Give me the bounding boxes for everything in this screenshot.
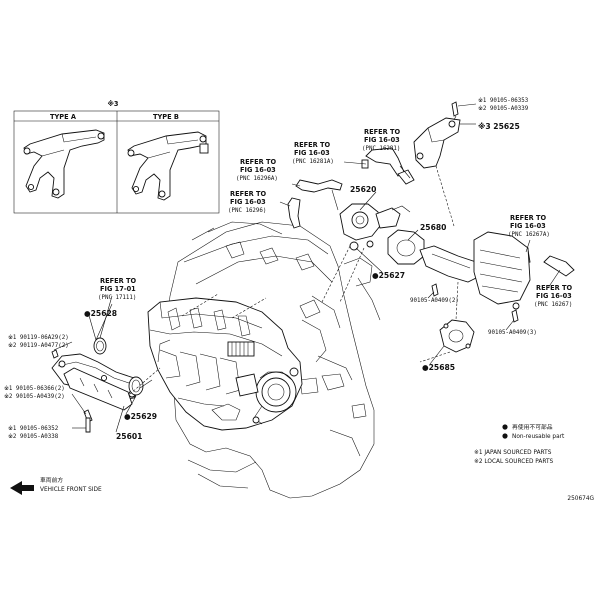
egr-bracket-drawing [413,101,461,227]
svg-text:FIG 16-03: FIG 16-03 [240,166,276,174]
svg-text:REFER TO: REFER TO [536,284,572,292]
legend-local-sourced: ※2 LOCAL SOURCED PARTS [474,459,554,465]
bolt-a0409-2-icon [431,283,439,297]
svg-text:REFER TO: REFER TO [240,158,276,166]
type-variant-box: ※3 TYPE A TYPE B [13,99,220,214]
part-25680-label: 25680 [420,223,446,232]
bolt-06a29-label: ※1 90119-06A29(2) [8,334,69,341]
svg-text:FIG 16-03: FIG 16-03 [294,149,330,157]
ref-16296a-label: REFER TO FIG 16-03 (PNC 16296A) [236,158,278,182]
bolt-06352-label: ※1 90105-06352 [8,425,58,432]
type-a-bracket-drawing [23,129,105,199]
type-box-frame [13,110,220,214]
svg-text:REFER TO: REFER TO [294,141,330,149]
svg-text:REFER TO: REFER TO [100,277,136,285]
hoses-drawing [287,147,575,277]
bolt-a0409-3-icon [511,309,519,323]
manifold-gasket-drawing [51,337,161,433]
type-b-label: TYPE B [153,113,179,121]
front-label-jp: 車両前方 [40,476,63,484]
ref-16281-label: REFER TO FIG 16-03 (PNC 16281) [362,128,400,152]
type-a-label: TYPE A [50,113,77,121]
bolt-06353-label: ※1 90105-06353 [478,97,529,104]
ref-16267-label: REFER TO FIG 16-03 (PNC 16267) [534,284,572,308]
legend-nonreuse: Non-reusable part [512,434,565,440]
ref-17111-label: REFER TO FIG 17-01 (PNC 17111) [98,277,136,301]
svg-text:FIG 16-03: FIG 16-03 [230,198,266,206]
bolt-a0339-label: ※2 90105-A0339 [478,105,529,112]
type-box-marker: ※3 [108,99,119,108]
svg-text:FIG 16-03: FIG 16-03 [364,136,400,144]
bolt-a0477-label: ※2 90119-A0477(2) [8,342,69,349]
ref-16267a-label: REFER TO FIG 16-03 (PNC 16267A) [508,214,550,238]
egr-pipe-cooler-drawing [387,229,531,363]
ref-16296-label: REFER TO FIG 16-03 (PNC 16296) [228,190,266,214]
part-25629-label: ●25629 [124,412,157,421]
figure-id: 250674G [567,496,594,502]
legend: 再使用不可部品 Non-reusable part ※1 JAPAN SOURC… [474,423,565,465]
bolt-06352-icon [85,417,91,433]
ref-16281a-label: REFER TO FIG 16-03 (PNC 16281A) [292,141,334,165]
legend-japan-sourced: ※1 JAPAN SOURCED PARTS [474,450,552,456]
svg-text:(PNC 16267): (PNC 16267) [534,302,572,308]
bolt-a0409-3-label: 90105-A0409(3) [488,330,537,336]
svg-text:FIG 16-03: FIG 16-03 [510,222,546,230]
svg-text:FIG 17-01: FIG 17-01 [100,285,136,293]
egr-valve-drawing [321,203,411,303]
svg-text:(PNC 17111): (PNC 17111) [98,295,136,301]
intake-manifold-drawing [147,293,303,431]
front-arrow-icon [10,481,34,495]
svg-text:(PNC 16267A): (PNC 16267A) [508,232,550,238]
bolt-06366-label: ※1 90105-06366(2) [4,385,65,392]
svg-text:REFER TO: REFER TO [364,128,400,136]
bolt-a0439-label: ※2 90105-A0439(2) [4,393,65,400]
vehicle-front-indicator: 車両前方 VEHICLE FRONT SIDE [10,476,102,495]
non-reusable-dot-icon [502,424,508,430]
bolt-a0338-label: ※2 90105-A0338 [8,433,59,440]
svg-text:(PNC 16296): (PNC 16296) [228,208,266,214]
part-25628-label: ●25628 [84,309,117,318]
bolt-a0409-2-label: 90105-A0409(2) [410,298,459,304]
svg-text:(PNC 16281A): (PNC 16281A) [292,159,334,165]
part-25620-label: 25620 [350,185,376,194]
bolt-06a29-icon [51,349,59,359]
svg-text:FIG 16-03: FIG 16-03 [536,292,572,300]
part-25625-label: ※3 25625 [478,122,520,131]
engine-block-drawing [165,221,381,499]
svg-text:REFER TO: REFER TO [510,214,546,222]
front-label-en: VEHICLE FRONT SIDE [40,487,102,493]
part-25627-label: ●25627 [372,271,405,280]
svg-text:REFER TO: REFER TO [230,190,266,198]
non-reusable-dot-icon-en [502,433,508,439]
part-25601-label: 25601 [116,432,142,441]
svg-text:(PNC 16281): (PNC 16281) [362,146,400,152]
part-25685-label: ●25685 [422,363,455,372]
legend-jp-nonreuse: 再使用不可部品 [512,423,553,431]
type-b-bracket-drawing [127,131,209,201]
bolt-06353-icon [451,101,459,117]
svg-text:(PNC 16296A): (PNC 16296A) [236,176,278,182]
leader-lines [53,103,561,433]
